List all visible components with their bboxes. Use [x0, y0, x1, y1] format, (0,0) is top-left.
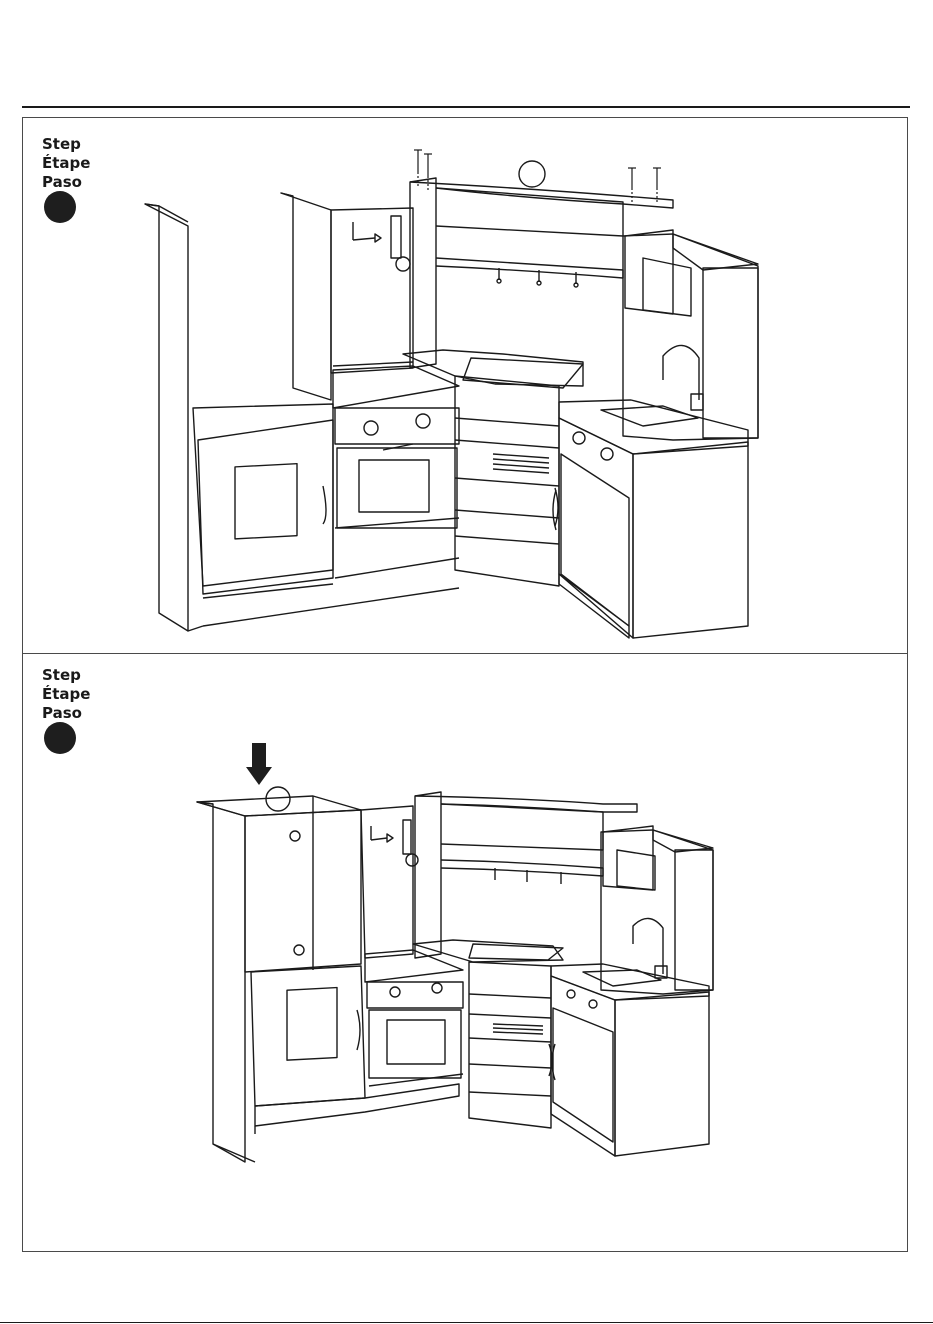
kitchen-assembly-drawing-2 [23, 654, 909, 1252]
header-rule [22, 106, 910, 108]
loose-side-panel [145, 204, 188, 631]
part-callout-circle [266, 787, 290, 811]
step-panel-2: Step Étape Paso [22, 654, 908, 1252]
down-arrow-icon [246, 743, 272, 785]
part-callout-circle [519, 161, 545, 187]
screw-icon [414, 150, 661, 202]
step-panel-1: Step Étape Paso [22, 117, 908, 654]
kitchen-assembly-drawing-1 [23, 118, 909, 655]
footer-rule [0, 1322, 933, 1323]
